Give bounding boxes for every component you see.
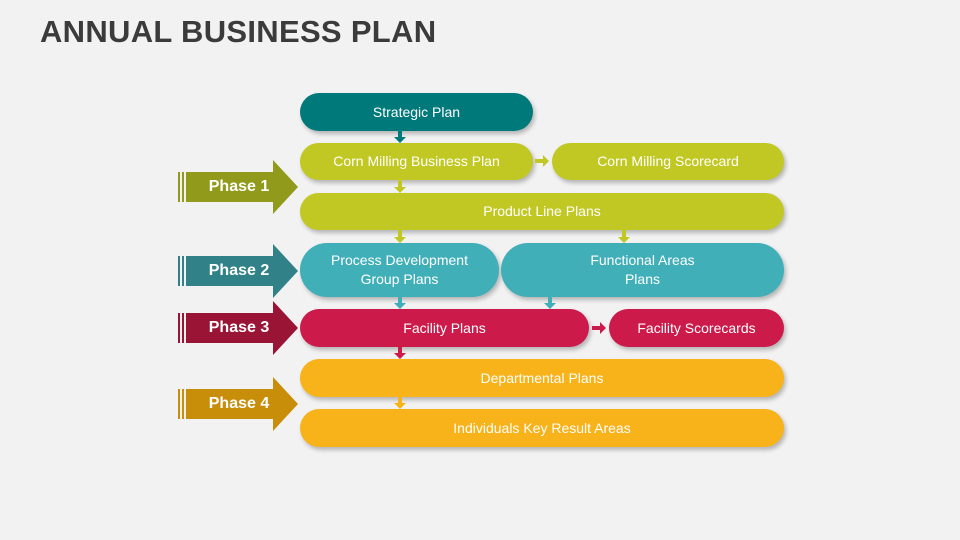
individuals-kra-label: Individuals Key Result Areas bbox=[453, 419, 631, 436]
down-arrow-icon bbox=[618, 230, 630, 243]
process-development-line1: Process Development bbox=[331, 252, 468, 268]
facility-plans-label: Facility Plans bbox=[403, 319, 486, 336]
functional-areas-line2: Plans bbox=[624, 271, 660, 287]
right-arrow-icon bbox=[535, 155, 549, 167]
corn-milling-plan-label: Corn Milling Business Plan bbox=[333, 153, 500, 169]
down-arrow-icon bbox=[544, 297, 556, 309]
departmental-plans-label: Departmental Plans bbox=[480, 369, 604, 386]
corn-milling-scorecard-label: Corn Milling Scorecard bbox=[597, 153, 739, 169]
facility-scorecards-box: Facility Scorecards bbox=[609, 309, 784, 347]
down-arrow-icon bbox=[394, 131, 406, 143]
individuals-kra-box: Individuals Key Result Areas bbox=[300, 409, 784, 447]
phase-1-arrow: Phase 1 bbox=[178, 160, 298, 214]
phase-4-label: Phase 4 bbox=[208, 395, 270, 412]
down-arrow-icon bbox=[394, 297, 406, 309]
down-arrow-icon bbox=[394, 230, 406, 243]
phase-2-label: Phase 2 bbox=[208, 262, 270, 279]
down-arrow-icon bbox=[394, 397, 406, 409]
functional-areas-line1: Functional Areas bbox=[590, 252, 695, 268]
page-title: ANNUAL BUSINESS PLAN bbox=[40, 14, 437, 49]
corn-milling-plan-box: Corn Milling Business Plan bbox=[300, 143, 533, 180]
down-arrow-icon bbox=[394, 347, 406, 359]
departmental-plans-box: Departmental Plans bbox=[300, 359, 784, 397]
product-line-plans-label: Product Line Plans bbox=[483, 203, 601, 219]
facility-scorecards-label: Facility Scorecards bbox=[637, 319, 756, 336]
corn-milling-scorecard-box: Corn Milling Scorecard bbox=[552, 143, 784, 180]
strategic-plan-box: Strategic Plan bbox=[300, 93, 533, 131]
product-line-plans-box: Product Line Plans bbox=[300, 193, 784, 230]
right-arrow-icon bbox=[592, 322, 606, 334]
down-arrow-icon bbox=[394, 180, 406, 193]
process-development-line2: Group Plans bbox=[360, 271, 439, 287]
facility-plans-box: Facility Plans bbox=[300, 309, 589, 347]
phase-1-label: Phase 1 bbox=[208, 178, 270, 195]
phase-4-arrow: Phase 4 bbox=[178, 377, 298, 431]
strategic-plan-label: Strategic Plan bbox=[372, 103, 461, 120]
phase-3-label: Phase 3 bbox=[208, 319, 270, 336]
phase-2-arrow: Phase 2 bbox=[178, 244, 298, 298]
phase-3-arrow: Phase 3 bbox=[178, 301, 298, 355]
